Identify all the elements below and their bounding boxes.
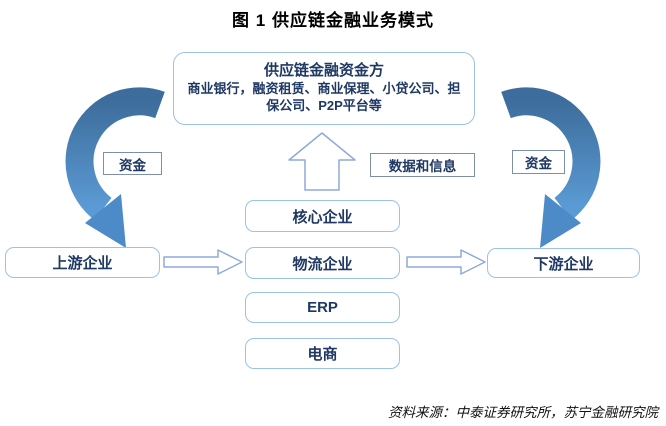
figure-title: 图 1 供应链金融业务模式: [232, 11, 434, 30]
funder-box-title: 供应链金融资金方: [263, 62, 384, 80]
funds-label-right: 资金: [512, 150, 565, 174]
funds-label-left: 资金: [103, 152, 162, 175]
downstream-enterprise-box: 下游企业: [487, 248, 640, 278]
upstream-enterprise-box: 上游企业: [5, 247, 160, 278]
funder-box: 供应链金融资金方 商业银行，融资租赁、商业保理、小贷公司、担保公司、P2P平台等: [173, 52, 475, 125]
funds-flow-right-arrow: [501, 87, 601, 248]
flow-arrow-logistics-to-downstream: [406, 249, 486, 275]
logistics-enterprise-box: 物流企业: [245, 247, 400, 279]
flow-arrow-upstream-to-logistics: [163, 249, 243, 275]
data-flow-up-arrow: [288, 132, 356, 191]
erp-box: ERP: [245, 292, 400, 323]
data-info-label: 数据和信息: [370, 153, 475, 177]
funder-box-body: 商业银行，融资租赁、商业保理、小贷公司、担保公司、P2P平台等: [187, 80, 461, 113]
ecommerce-box: 电商: [245, 338, 400, 369]
funds-flow-left-arrow: [65, 87, 165, 248]
source-note: 资料来源：中泰证券研究所，苏宁金融研究院: [388, 405, 658, 420]
core-enterprise-box: 核心企业: [245, 200, 400, 232]
